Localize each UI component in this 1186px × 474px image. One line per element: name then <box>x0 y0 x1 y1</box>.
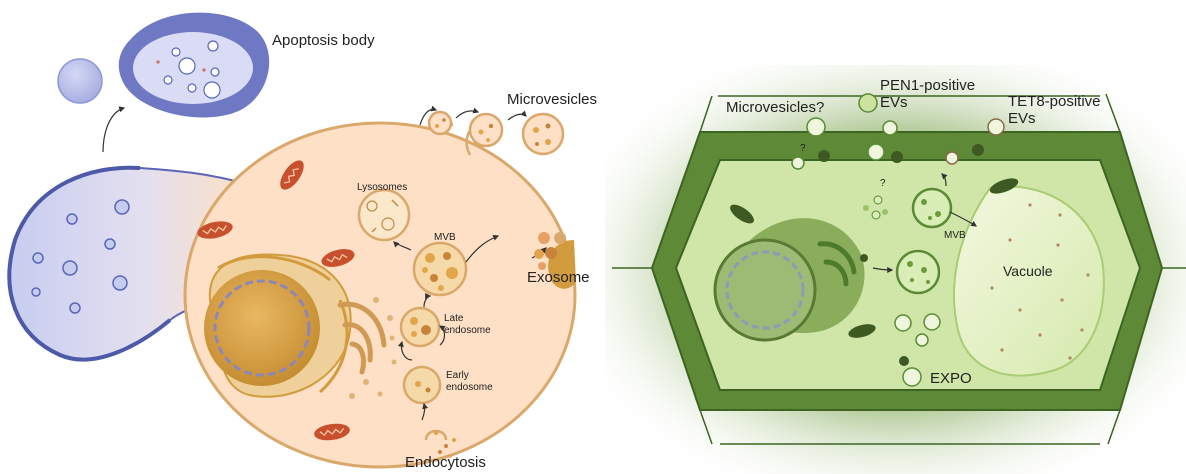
label-endocytosis: Endocytosis <box>405 455 486 472</box>
label-vacuole: Vacuole <box>1003 264 1053 279</box>
label-microvesicles: Microvesicles <box>507 92 597 109</box>
label-question-mark-2: ? <box>880 178 886 190</box>
label-microvesicles-question: Microvesicles? <box>726 100 824 117</box>
label-exosome: Exosome <box>527 270 590 287</box>
mvb <box>414 243 466 295</box>
label-mvb-plant: MVB <box>944 230 966 242</box>
label-pen1-evs: PEN1-positive EVs <box>880 78 975 111</box>
label-late-endosome: Late endosome <box>444 313 491 336</box>
lysosome <box>359 190 409 240</box>
animal-cell-panel <box>9 13 576 467</box>
late-endosome <box>401 308 439 346</box>
label-early-endosome: Early endosome <box>446 370 493 393</box>
label-apoptosis-body: Apoptosis body <box>272 33 375 50</box>
label-question-mark-1: ? <box>800 143 806 155</box>
label-expo: EXPO <box>930 371 972 388</box>
early-endosome <box>404 367 440 403</box>
label-mvb-animal: MVB <box>434 232 456 244</box>
label-tet8-evs: TET8-positive EVs <box>1008 94 1101 127</box>
label-lysosomes: Lysosomes <box>357 182 407 194</box>
small-apoptotic-vesicle <box>58 59 102 103</box>
